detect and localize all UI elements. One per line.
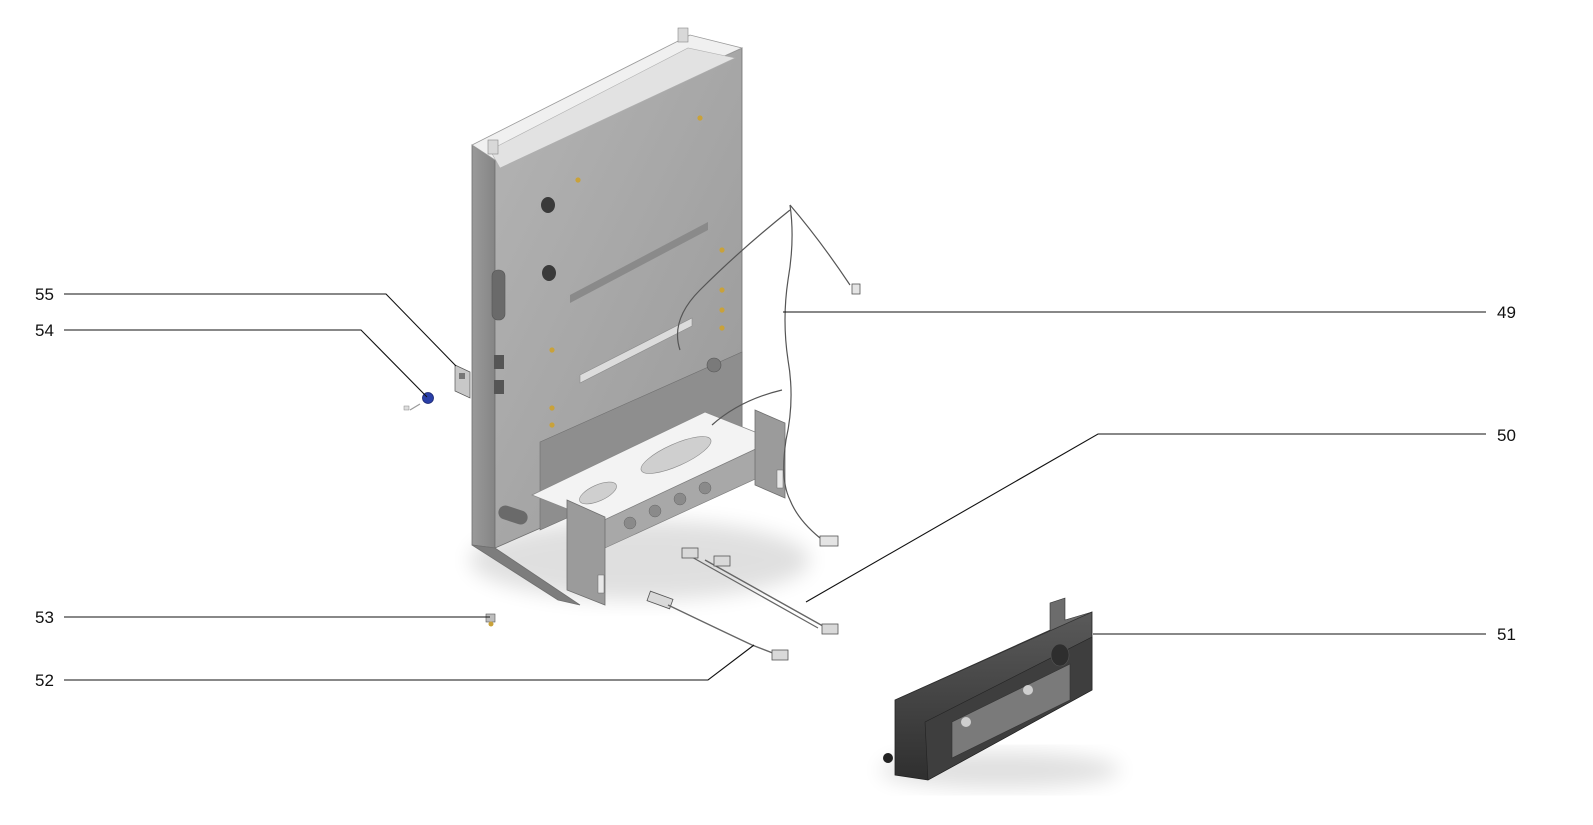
frame-left-side-lower: [471, 544, 581, 606]
part-50-sensor-rod: [681, 547, 839, 635]
callout-53: 53: [35, 608, 54, 627]
mounting-hole: [541, 197, 555, 213]
leader-line-54: [64, 329, 428, 398]
part-55-bracket: [454, 364, 471, 399]
frame-left-side: [471, 144, 496, 549]
leader-lines: [64, 293, 1486, 681]
callout-51: 51: [1497, 625, 1516, 644]
callout-52: 52: [35, 671, 54, 690]
callout-49: 49: [1497, 303, 1516, 322]
part-49-wire-harness: [676, 204, 861, 547]
leader-line-52: [64, 644, 755, 681]
mounting-hole: [542, 265, 556, 281]
callout-54: 54: [35, 321, 54, 340]
callout-50: 50: [1497, 426, 1516, 445]
leader-line-55: [64, 293, 457, 367]
tray-end-plate-left: [566, 499, 606, 606]
part-51-control-module: [880, 597, 1120, 788]
callout-55: 55: [35, 285, 54, 304]
part-53-fitting: [485, 613, 496, 627]
callout-labels: 55 54 53 52 49 50 51: [35, 285, 1516, 690]
part-54-blue-valve: [403, 392, 434, 411]
part-52-cable: [646, 590, 789, 661]
leader-line-50: [805, 433, 1486, 603]
cabinet-frame: [470, 27, 810, 606]
